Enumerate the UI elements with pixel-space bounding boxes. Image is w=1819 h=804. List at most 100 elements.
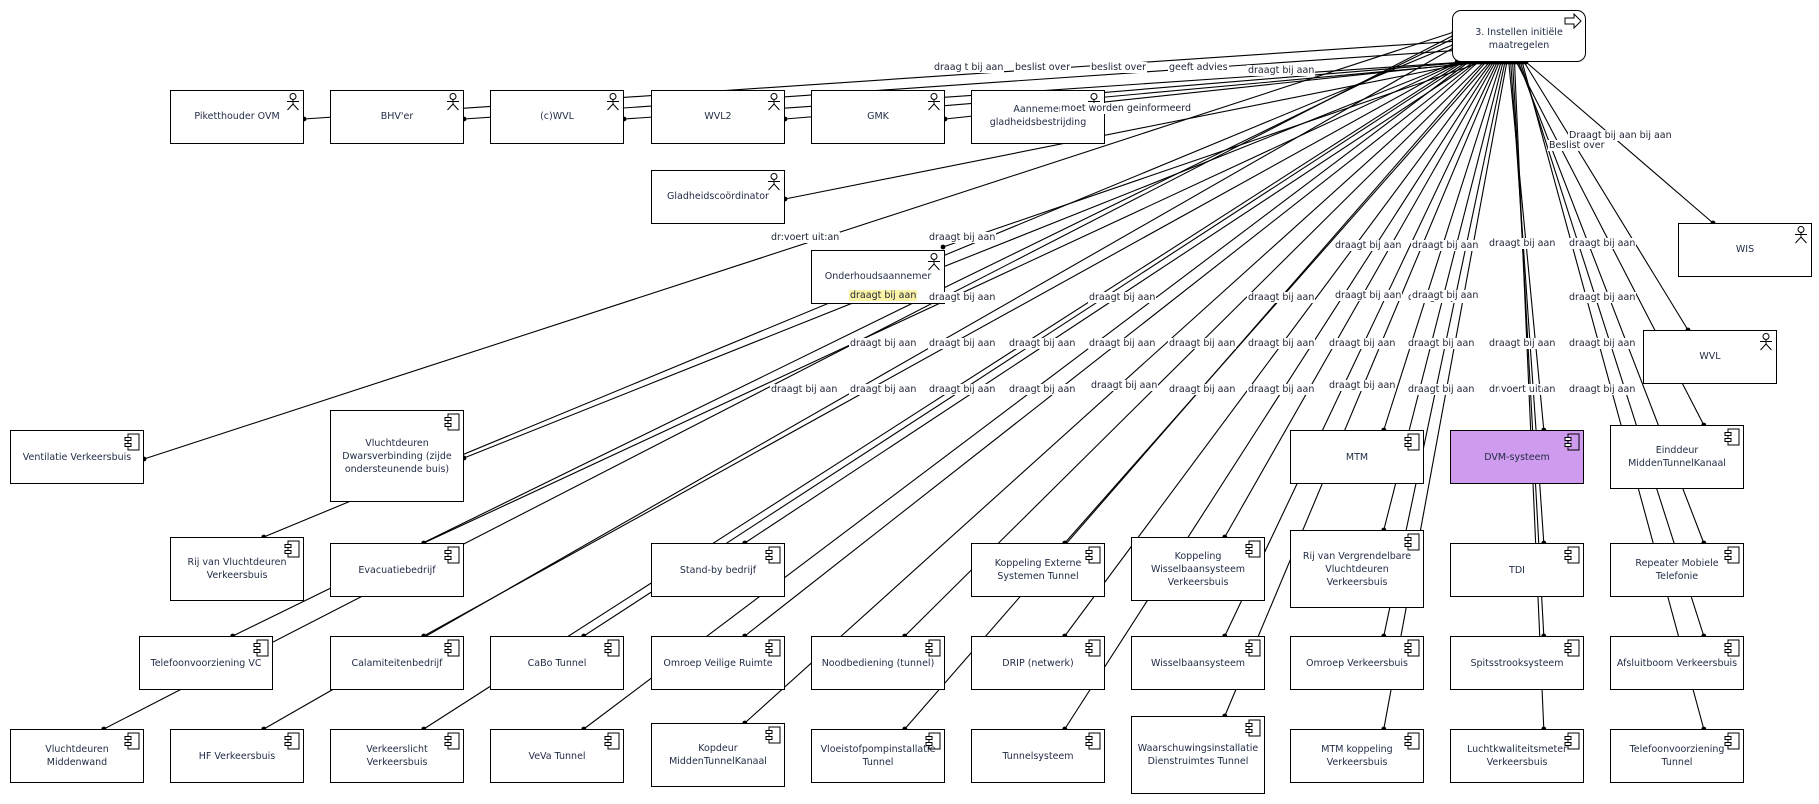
- component-node-dvm[interactable]: DVM-systeem: [1450, 430, 1584, 484]
- edge-label: Draagt bij aan bij aan: [1568, 130, 1673, 141]
- component-node-drip[interactable]: DRIP (netwerk): [971, 636, 1105, 690]
- component-node-spits[interactable]: Spitsstrooksysteem: [1450, 636, 1584, 690]
- node-label: Aannemer gladheidsbestrijding: [989, 104, 1087, 128]
- component-node-vluchtmidden[interactable]: Vluchtdeuren Middenwand: [10, 729, 144, 783]
- relation-edge-omroepveilig[interactable]: [744, 61, 1477, 637]
- relation-edge-tunnelsys[interactable]: [1064, 61, 1494, 730]
- component-node-vloeistof[interactable]: Vloeistofpompinstallatie Tunnel: [811, 729, 945, 783]
- relation-edge-wis[interactable]: [1525, 61, 1714, 224]
- relation-edge-telvc[interactable]: [232, 37, 1455, 637]
- actor-icon: [767, 173, 781, 195]
- node-label: Repeater Mobiele Telefonie: [1635, 558, 1719, 582]
- relation-edge-mtmkopp[interactable]: [1383, 61, 1508, 730]
- component-node-hf[interactable]: HF Verkeersbuis: [170, 729, 304, 783]
- component-node-waarschuw[interactable]: Waarschuwingsinstallatie Dienstruimtes T…: [1131, 716, 1265, 794]
- relation-edge-vluchtmidden[interactable]: [103, 34, 1455, 730]
- component-node-noodbed[interactable]: Noodbediening (tunnel): [811, 636, 945, 690]
- actor-node-wvl[interactable]: WVL: [1643, 330, 1777, 384]
- relation-edge-lucht[interactable]: [1513, 61, 1545, 730]
- edge-label: draagt bij aan: [1247, 65, 1316, 76]
- relation-edge-gladheid[interactable]: [784, 61, 1473, 200]
- edge-label: dr:voert uit:an: [770, 232, 841, 243]
- actor-node-cwvl[interactable]: (c)WVL: [490, 90, 624, 144]
- component-node-telTunnel[interactable]: Telefoonvoorziening Tunnel: [1610, 729, 1744, 783]
- edge-label: draagt bij aan: [928, 338, 997, 349]
- component-node-mtmkopp[interactable]: MTM koppeling Verkeersbuis: [1290, 729, 1424, 783]
- relation-edge-onderhoud[interactable]: [942, 61, 1483, 248]
- component-node-vluchtdwars[interactable]: Vluchtdeuren Dwarsverbinding (zijde onde…: [330, 410, 464, 502]
- relation-edge-wvl[interactable]: [1523, 61, 1689, 331]
- component-node-calamiteit[interactable]: Calamiteitenbedrijf: [330, 636, 464, 690]
- edge-label: beslist over: [1090, 62, 1147, 73]
- actor-node-bhv[interactable]: BHV'er: [330, 90, 464, 144]
- node-label: (c)WVL: [540, 110, 574, 122]
- node-label: Ventilatie Verkeersbuis: [22, 451, 132, 463]
- actor-node-wvl2[interactable]: WVL2: [651, 90, 785, 144]
- edge-label: draagt bij aan: [1168, 338, 1237, 349]
- component-icon: [604, 732, 620, 754]
- node-label: Waarschuwingsinstallatie Dienstruimtes T…: [1137, 743, 1259, 767]
- relation-edge-verkeerslicht[interactable]: [423, 61, 1464, 730]
- node-label: WVL2: [704, 110, 732, 122]
- component-node-einddeur[interactable]: Einddeur MiddenTunnelKanaal: [1610, 425, 1744, 489]
- node-label: Stand-by bedrijf: [679, 564, 757, 576]
- relation-edge-ventilatie[interactable]: [143, 31, 1455, 460]
- relation-edge-bhv[interactable]: [463, 50, 1455, 120]
- component-node-telvc[interactable]: Telefoonvoorziening VC: [139, 636, 273, 690]
- relation-edge-wisselbaan[interactable]: [1224, 61, 1498, 637]
- component-icon: [1404, 433, 1420, 455]
- edge-label: draagt bij aan: [1088, 292, 1157, 303]
- component-node-standby[interactable]: Stand-by bedrijf: [651, 543, 785, 597]
- component-node-kopdeur[interactable]: Kopdeur MiddenTunnelKanaal: [651, 723, 785, 787]
- component-node-omroepveilig[interactable]: Omroep Veilige Ruimte: [651, 636, 785, 690]
- component-node-verkeerslicht[interactable]: Verkeerslicht Verkeersbuis: [330, 729, 464, 783]
- relation-edge-veva[interactable]: [583, 61, 1469, 730]
- edge-label: moet worden geinformeerd: [1060, 103, 1193, 114]
- relation-edge-cabo[interactable]: [583, 61, 1467, 637]
- component-node-koppext[interactable]: Koppeling Externe Systemen Tunnel: [971, 543, 1105, 597]
- relation-edge-vluchtdwars[interactable]: [463, 61, 1458, 459]
- actor-node-aannemer[interactable]: Aannemer gladheidsbestrijding: [971, 90, 1105, 144]
- edge-label: draagt bij aan: [1411, 240, 1480, 251]
- component-node-evacuatie[interactable]: Evacuatiebedrijf: [330, 543, 464, 597]
- actor-node-piket[interactable]: Piketthouder OVM: [170, 90, 304, 144]
- component-node-repeater[interactable]: Repeater Mobiele Telefonie: [1610, 543, 1744, 597]
- component-node-koppwissel[interactable]: Koppeling Wisselbaansysteem Verkeersbuis: [1131, 537, 1265, 601]
- component-node-tdi[interactable]: TDI: [1450, 543, 1584, 597]
- relation-edge-telTunnel[interactable]: [1521, 61, 1705, 730]
- node-label: Wisselbaansysteem: [1150, 657, 1246, 669]
- component-node-cabo[interactable]: CaBo Tunnel: [490, 636, 624, 690]
- component-node-lucht[interactable]: Luchtkwaliteitsmeter Verkeersbuis: [1450, 729, 1584, 783]
- node-label: Gladheidscoördinator: [667, 190, 769, 202]
- edge-label: draagt bij aan: [849, 384, 918, 395]
- component-icon: [1404, 533, 1420, 555]
- relation-edge-kopdeur[interactable]: [744, 61, 1479, 724]
- relation-edge-calamiteit[interactable]: [423, 61, 1462, 637]
- node-label: 3. Instellen initiële maatregelen: [1475, 27, 1563, 51]
- component-node-mtm[interactable]: MTM: [1290, 430, 1424, 484]
- node-label: Rij van Vergrendelbare Vluchtdeuren Verk…: [1302, 550, 1412, 588]
- component-node-tunnelsys[interactable]: Tunnelsysteem: [971, 729, 1105, 783]
- component-icon: [253, 639, 269, 661]
- node-label: CaBo Tunnel: [527, 657, 587, 669]
- relation-edge-afsluit[interactable]: [1519, 61, 1705, 637]
- actor-node-wis[interactable]: WIS: [1678, 223, 1812, 277]
- component-node-rijvergr[interactable]: Rij van Vergrendelbare Vluchtdeuren Verk…: [1290, 530, 1424, 608]
- edge-label: draagt bij aan: [1008, 338, 1077, 349]
- component-node-afsluit[interactable]: Afsluitboom Verkeersbuis: [1610, 636, 1744, 690]
- edge-label: beslist over: [1014, 62, 1071, 73]
- edge-label: draagt bij aan: [1568, 238, 1637, 249]
- actor-node-gmk[interactable]: GMK: [811, 90, 945, 144]
- component-node-omroepverk[interactable]: Omroep Verkeersbuis: [1290, 636, 1424, 690]
- relation-edge-spits[interactable]: [1512, 61, 1545, 637]
- relation-edge-noodbed[interactable]: [904, 61, 1485, 637]
- component-icon: [1245, 719, 1261, 741]
- process-node-root[interactable]: 3. Instellen initiële maatregelen: [1452, 10, 1586, 62]
- node-label: Vluchtdeuren Middenwand: [45, 744, 109, 768]
- component-node-veva[interactable]: VeVa Tunnel: [490, 729, 624, 783]
- component-node-wisselbaan[interactable]: Wisselbaansysteem: [1131, 636, 1265, 690]
- actor-node-gladheid[interactable]: Gladheidscoördinator: [651, 170, 785, 224]
- relation-edge-aannemer[interactable]: [1094, 61, 1488, 99]
- component-node-rijvlucht[interactable]: Rij van Vluchtdeuren Verkeersbuis: [170, 537, 304, 601]
- component-node-ventilatie[interactable]: Ventilatie Verkeersbuis: [10, 430, 144, 484]
